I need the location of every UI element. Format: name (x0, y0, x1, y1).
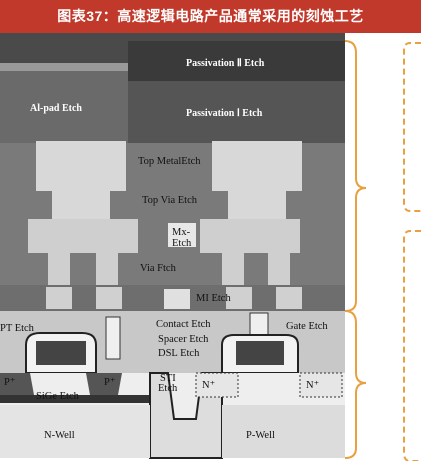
gate-left (36, 341, 86, 365)
mx-metal-left (28, 219, 138, 253)
label-gate: Gate Etch (286, 321, 328, 332)
passivation-1-layer (128, 81, 345, 143)
label-top-via: Top Via Etch (142, 195, 198, 206)
top-metal-left (36, 141, 126, 191)
label-passivation-1: Passivation Ⅰ Etch (186, 108, 263, 119)
label-n-plus-2: N⁺ (306, 380, 320, 391)
label-n-well: N-Well (44, 430, 75, 441)
label-passivation-2: Passivation Ⅱ Etch (186, 58, 265, 69)
gate-right (236, 341, 284, 365)
top-via-right (228, 191, 286, 221)
label-m1: MI Etch (196, 293, 231, 304)
n-plus-right (299, 372, 343, 398)
top-via-left (52, 191, 110, 221)
label-mx-2: Etch (172, 238, 192, 249)
label-contact: Contact Etch (156, 319, 211, 330)
bracket-back-end (344, 40, 367, 312)
via-right-1 (222, 253, 244, 285)
label-n-plus-1: N⁺ (202, 380, 216, 391)
passivation-2-layer (128, 41, 345, 81)
bracket-front-end (344, 310, 367, 459)
label-mx: Mx- (172, 227, 191, 238)
label-dsl: DSL Etch (158, 348, 200, 359)
top-metal-right (212, 141, 302, 191)
mx-box (168, 223, 196, 247)
m1-box (164, 289, 190, 309)
contact-left (105, 316, 121, 360)
via-right-2 (268, 253, 290, 285)
n-plus-left (195, 372, 239, 398)
callout-box-bottom (403, 230, 421, 462)
label-sti: STI (160, 373, 176, 384)
label-p-well: P-Well (246, 430, 275, 441)
label-spacer: Spacer Etch (158, 334, 209, 345)
label-al-pad: Al-pad Etch (30, 103, 82, 114)
mx-metal-right (200, 219, 300, 253)
sige-left (0, 373, 34, 395)
label-pt: PT Etch (0, 323, 35, 334)
label-top-metal: Top MetalEtch (138, 156, 201, 167)
al-pad-region (0, 69, 128, 143)
label-p-plus-1: P⁺ (4, 377, 16, 388)
label-sti-2: Etch (158, 383, 178, 394)
figure-title: 图表37：高速逻辑电路产品通常采用的刻蚀工艺 (0, 0, 421, 33)
label-sige: SiGe Etch (36, 391, 80, 402)
via-left-1 (48, 253, 70, 285)
via-left-2 (96, 253, 118, 285)
p-well (222, 405, 345, 458)
etch-process-diagram: Passivation Ⅱ Etch Passivation Ⅰ Etch Al… (0, 33, 421, 462)
n-well (0, 405, 150, 458)
sige-right (86, 373, 122, 395)
callout-box-top (403, 42, 421, 212)
label-p-plus-2: P⁺ (104, 377, 116, 388)
label-via: Via Ftch (140, 263, 177, 274)
